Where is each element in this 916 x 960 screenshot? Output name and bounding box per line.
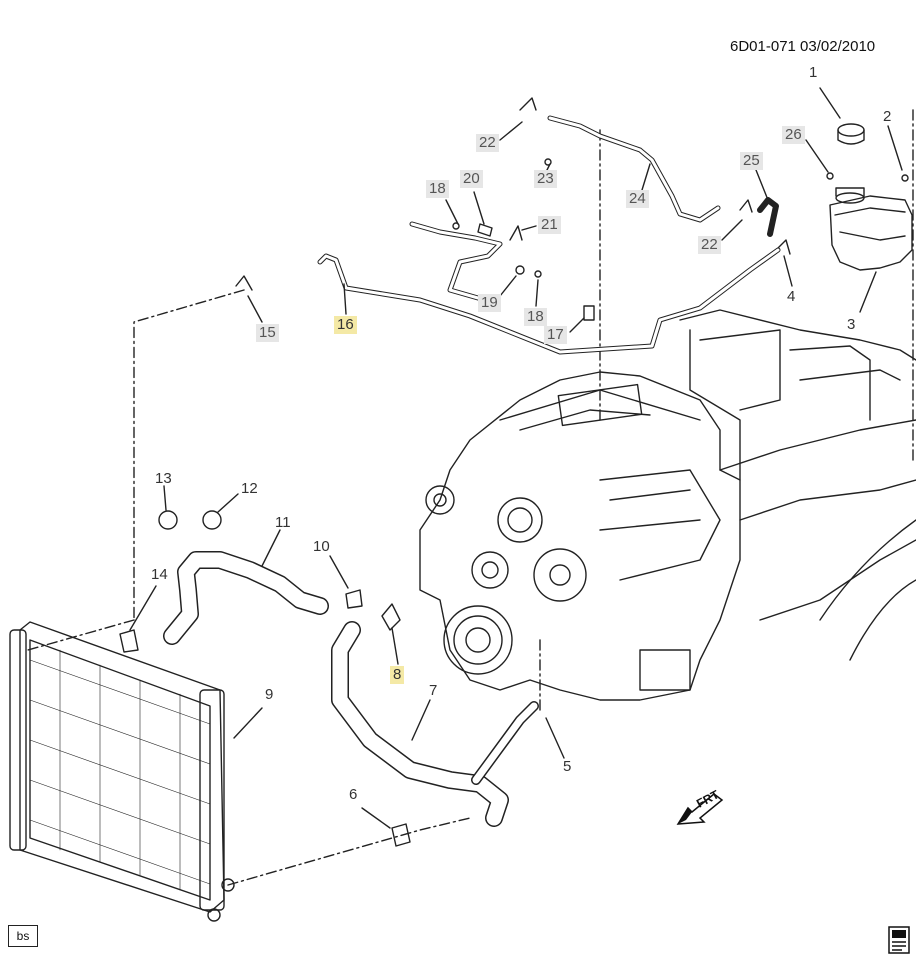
leader-2 [887, 125, 903, 171]
front-direction-arrow-icon [676, 793, 724, 825]
clamp-12 [202, 510, 222, 530]
leader-15 [247, 295, 263, 323]
clamp-18-upper [452, 222, 460, 230]
callout-14[interactable]: 14 [151, 566, 168, 583]
leader-9 [233, 707, 263, 739]
reference-leader-line [133, 289, 245, 621]
surge-tank [829, 187, 913, 271]
callout-22-upper[interactable]: 22 [476, 134, 499, 152]
callout-11[interactable]: 11 [275, 514, 291, 531]
callout-23[interactable]: 23 [534, 170, 557, 188]
hose-25 [757, 197, 779, 237]
callout-24[interactable]: 24 [626, 190, 649, 208]
callout-25[interactable]: 25 [740, 152, 763, 170]
leader-21 [521, 225, 537, 231]
callout-8[interactable]: 8 [390, 666, 405, 684]
clip-22-top [519, 97, 537, 111]
radiator [9, 621, 235, 922]
leader-18-upper [445, 199, 459, 225]
callout-4[interactable]: 4 [787, 288, 796, 305]
surge-tank-cap [837, 123, 865, 145]
callout-19[interactable]: 19 [478, 294, 501, 312]
leader-3 [859, 271, 877, 313]
leader-1 [819, 87, 841, 119]
bs-badge: bs [8, 925, 38, 947]
leader-22-upper [499, 121, 523, 141]
leader-10 [329, 555, 349, 589]
clamp-18-lower [534, 270, 542, 278]
leader-20 [473, 191, 485, 225]
leader-11 [261, 529, 281, 567]
callout-5[interactable]: 5 [563, 758, 572, 775]
fitting-20 [477, 223, 493, 237]
clamp-13 [158, 510, 178, 530]
clamp-14 [119, 629, 139, 653]
callout-15[interactable]: 15 [256, 324, 279, 342]
leader-5 [545, 717, 565, 759]
engine-assembly [419, 371, 741, 701]
callout-18-lower[interactable]: 18 [524, 308, 547, 326]
callout-22-lower[interactable]: 22 [698, 236, 721, 254]
vehicle-body-structure [679, 309, 916, 661]
callout-6[interactable]: 6 [349, 786, 358, 803]
leader-14 [129, 585, 157, 631]
callout-18-upper[interactable]: 18 [426, 180, 449, 198]
leader-6 [361, 807, 391, 829]
bolt-23 [544, 158, 552, 166]
leader-17 [569, 317, 585, 333]
callout-3[interactable]: 3 [847, 316, 856, 333]
clip-17 [583, 305, 595, 321]
fitting-19 [515, 265, 525, 275]
clip-4 [777, 239, 791, 255]
callout-7[interactable]: 7 [429, 682, 438, 699]
leader-25 [755, 169, 769, 201]
leader-22-lower [721, 219, 743, 241]
callout-21[interactable]: 21 [538, 216, 561, 234]
callout-10[interactable]: 10 [313, 538, 330, 555]
reference-leader-line-2 [27, 619, 135, 651]
bolt-26 [826, 172, 834, 180]
callout-2[interactable]: 2 [883, 108, 892, 125]
service-manual-book-icon [888, 926, 910, 954]
callout-16[interactable]: 16 [334, 316, 357, 334]
clamp-10 [345, 589, 363, 609]
leader-12 [217, 493, 239, 513]
clip-15 [235, 275, 253, 291]
leader-19 [499, 275, 517, 297]
leader-18-lower [535, 279, 539, 307]
leader-7 [411, 699, 431, 741]
reference-leader-line-3 [227, 817, 471, 886]
diagram-code: 6D01-071 03/02/2010 [730, 38, 876, 55]
clip-22-lower [739, 199, 753, 213]
callout-17[interactable]: 17 [544, 326, 567, 344]
leader-24 [641, 163, 651, 191]
callout-20[interactable]: 20 [460, 170, 483, 188]
leader-13 [163, 485, 167, 511]
leader-4 [783, 255, 793, 287]
callout-13[interactable]: 13 [155, 470, 172, 487]
callout-12[interactable]: 12 [241, 480, 258, 497]
clip-21 [509, 225, 523, 241]
bolt-2 [901, 174, 909, 182]
leader-8 [391, 627, 399, 665]
leader-16 [343, 283, 347, 315]
callout-9[interactable]: 9 [265, 686, 274, 703]
leader-26 [805, 139, 829, 173]
clamp-6 [391, 823, 411, 847]
clamp-8 [381, 603, 401, 631]
callout-1[interactable]: 1 [809, 64, 818, 81]
callout-26[interactable]: 26 [782, 126, 805, 144]
